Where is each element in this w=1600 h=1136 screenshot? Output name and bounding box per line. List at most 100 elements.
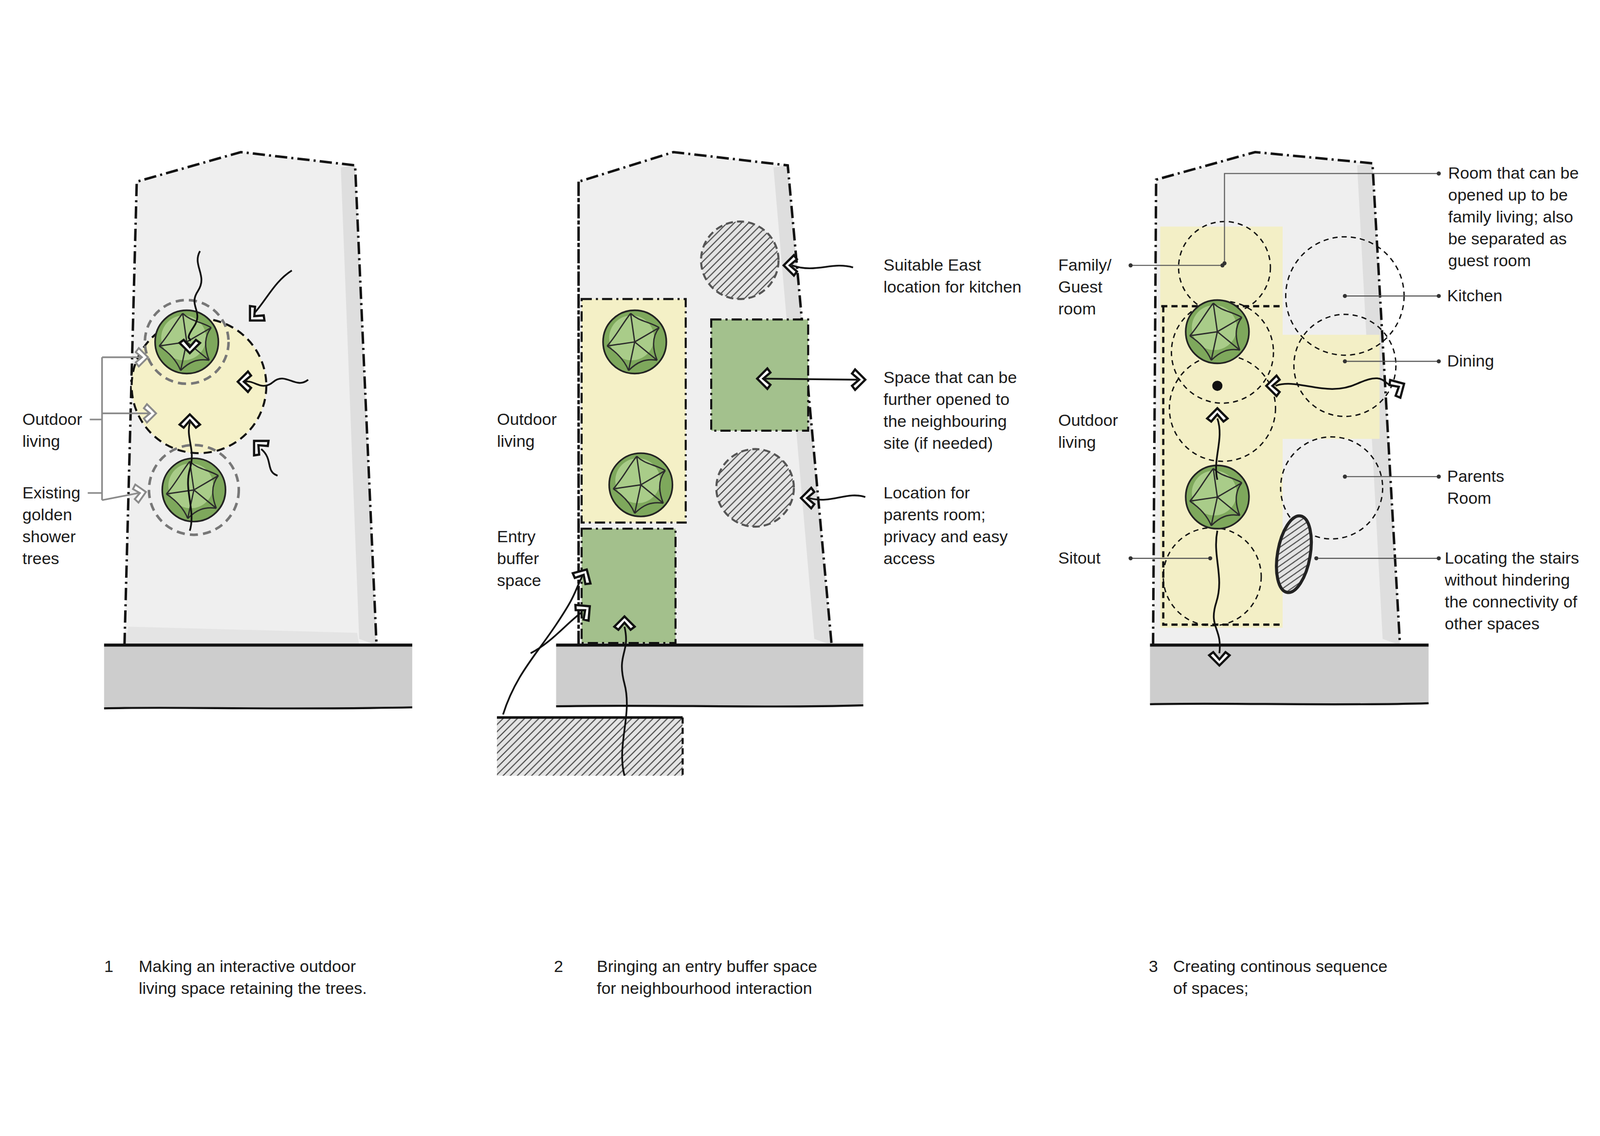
panel-two-part-part xyxy=(530,612,582,654)
panel-three-part xyxy=(1185,300,1250,364)
panel-one-part xyxy=(187,251,309,532)
room-label: Family/ Guest room xyxy=(1058,254,1122,320)
panel-two-part xyxy=(496,716,683,719)
area-label: Outdoor living xyxy=(22,408,106,453)
panel-three-part xyxy=(1159,226,1283,628)
panel-one-part-part xyxy=(255,270,292,313)
panel-three-part xyxy=(1163,221,1405,626)
panel-two-part xyxy=(572,598,597,624)
panel-two-part xyxy=(496,717,683,776)
panel-one-part-part xyxy=(87,357,149,501)
panel-one-part xyxy=(87,357,149,501)
panel-three-part xyxy=(1282,334,1380,440)
panel-three-part xyxy=(1185,465,1250,529)
room-label: Dining xyxy=(1447,349,1569,372)
panel-one-part xyxy=(179,414,201,428)
panel-two xyxy=(496,151,866,776)
panel-three-part-part xyxy=(1436,171,1441,176)
panel-three-part-part xyxy=(1346,360,1439,362)
panel-two-part xyxy=(711,319,809,431)
panel-two-part xyxy=(783,255,797,276)
panel-three-part-part xyxy=(1436,294,1441,298)
panel-three-part-part xyxy=(1130,264,1221,266)
panel-three-part xyxy=(1150,643,1429,647)
panel-three-part-part xyxy=(1346,295,1439,297)
area-label: Outdoor living xyxy=(1058,409,1141,454)
panel-three-part-part xyxy=(1128,263,1133,268)
panel-two-part-part xyxy=(809,495,865,500)
panel-three-part xyxy=(1150,703,1429,705)
panel-two-part xyxy=(608,453,673,517)
panel-three-part xyxy=(1213,378,1397,654)
panel-one-part-part xyxy=(244,378,309,387)
panel-two-part xyxy=(555,705,864,707)
panel-one-part xyxy=(124,151,377,645)
panel-two-part xyxy=(681,717,684,776)
panel-two-part-part xyxy=(502,577,582,715)
area-label: Sitout xyxy=(1058,547,1141,570)
panel-one-part xyxy=(155,310,219,374)
panel-two-part xyxy=(700,221,779,299)
room-label: Kitchen xyxy=(1447,284,1569,307)
panel-one-part xyxy=(237,371,251,392)
panel-three-part-part xyxy=(1130,557,1209,559)
callout-note: Locating the stairs without hindering th… xyxy=(1444,547,1594,635)
panel-one-part xyxy=(124,626,360,646)
panel-one-part xyxy=(179,339,201,353)
room-label: Parents Room xyxy=(1447,465,1535,510)
panel-one-part-part xyxy=(188,251,202,342)
panel-three-part xyxy=(1153,151,1400,645)
step-number: 3 xyxy=(1148,955,1174,978)
panel-one-part xyxy=(104,707,413,709)
area-label: Entry buffer space xyxy=(496,525,575,592)
panel-three-part-part xyxy=(1342,294,1347,298)
tree-label: Existing golden shower trees xyxy=(22,481,106,570)
panel-two-part xyxy=(614,616,635,630)
panel-three-part xyxy=(1387,374,1410,400)
panel-two-part xyxy=(756,368,771,389)
step-number: 1 xyxy=(104,955,129,978)
panel-three-part-part xyxy=(1346,476,1439,478)
panel-three-part-part xyxy=(1169,355,1276,462)
step-caption: Creating continous sequence of spaces; xyxy=(1173,955,1398,1000)
panel-three-part xyxy=(1212,380,1223,391)
panel-one-part xyxy=(144,404,157,423)
panel-one-part xyxy=(242,303,267,328)
panel-three-part-part xyxy=(1436,556,1441,561)
panel-three xyxy=(1128,151,1441,705)
callout-note: Room that can be opened up to be family … xyxy=(1448,162,1592,272)
panel-two-part xyxy=(502,265,865,776)
panel-three-part xyxy=(1128,171,1441,561)
step-number: 2 xyxy=(553,955,579,978)
panel-three-part-part xyxy=(1293,314,1397,417)
panel-one-part xyxy=(135,348,148,367)
callout-note: Suitable East location for kitchen xyxy=(883,254,1035,298)
panel-three-part xyxy=(1130,173,1439,559)
panel-two-part-part xyxy=(791,265,854,269)
panel-three-part-part xyxy=(1222,261,1227,266)
panel-one-part-part xyxy=(261,449,278,477)
panel-three-part xyxy=(1153,151,1400,645)
panel-two-part xyxy=(581,528,676,644)
panel-two-part xyxy=(851,369,865,390)
panel-three-part-part xyxy=(1224,173,1439,261)
panel-one-part xyxy=(145,300,229,385)
panel-three-part-part xyxy=(1215,418,1220,480)
step-caption: Bringing an entry buffer space for neigh… xyxy=(596,955,831,1000)
panel-two-part xyxy=(578,151,832,645)
panel-three-part-part xyxy=(1314,556,1319,561)
panel-two-part xyxy=(581,298,686,523)
panel-three-part xyxy=(1209,652,1230,666)
panel-three-part-part xyxy=(1436,359,1441,364)
panel-two-part-part xyxy=(622,626,627,776)
panel-three-part-part xyxy=(1436,474,1441,479)
callout-note: Space that can be further opened to the … xyxy=(883,366,1035,455)
panel-one-part xyxy=(162,458,226,522)
panel-three-part xyxy=(1270,513,1317,596)
panel-two-part xyxy=(603,310,667,374)
panel-three-part-part xyxy=(1163,527,1262,626)
callout-note: Location for parents room; privacy and e… xyxy=(883,481,1025,570)
panel-two-part xyxy=(578,151,832,645)
step-caption: Making an interactive outdoor living spa… xyxy=(138,955,392,1000)
panel-one-part xyxy=(104,644,413,709)
